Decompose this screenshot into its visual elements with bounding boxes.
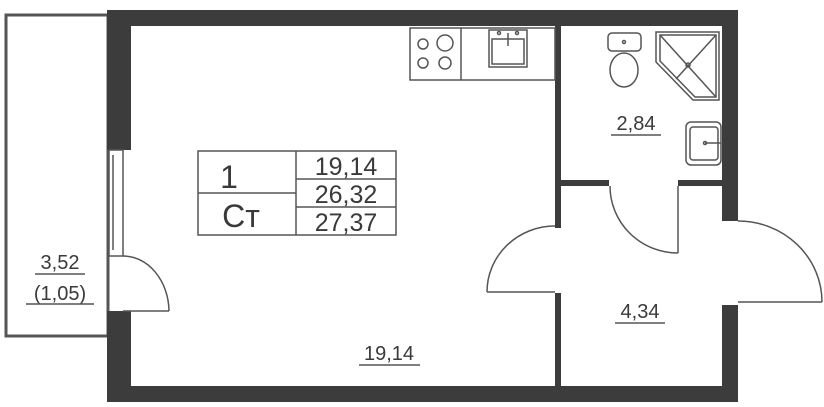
- walls: [107, 10, 738, 402]
- total-area-value: 26,32: [315, 181, 378, 209]
- bathroom-door[interactable]: [609, 185, 679, 254]
- apartment-type: Ст: [222, 198, 260, 234]
- living-room-area-label: 19,14: [364, 343, 414, 365]
- wall-partition-upper: [555, 26, 561, 228]
- balcony-outline: [4, 13, 110, 338]
- entrance-door[interactable]: [737, 220, 823, 303]
- total-area-with-balcony-value: 27,37: [315, 209, 378, 237]
- kitchen-sink-icon: [488, 29, 528, 68]
- wall-bath-left: [560, 180, 609, 186]
- wall-top: [107, 10, 738, 26]
- wall-bottom: [107, 386, 738, 402]
- living-area-value: 19,14: [315, 153, 378, 181]
- wall-left-upper: [107, 10, 131, 150]
- room-labels: 3,52 (1,05) 19,14 2,84 4,34: [26, 113, 665, 366]
- hallway-area-label: 4,34: [621, 301, 660, 323]
- wall-partition-lower: [555, 293, 561, 387]
- bathroom-sink-icon: [685, 121, 722, 166]
- window: [108, 149, 124, 257]
- bathroom-area-label: 2,84: [617, 113, 656, 135]
- toilet-icon: [607, 32, 642, 88]
- shower-icon: [655, 31, 720, 101]
- balcony-door[interactable]: [122, 255, 170, 312]
- wall-bath-right: [678, 180, 723, 186]
- apartment-info-table: 1 Ст 19,14 26,32 27,37: [197, 150, 397, 237]
- balcony-reduced-area-label: (1,05): [34, 283, 86, 305]
- rooms-count: 1: [220, 159, 238, 195]
- wall-right-lower: [722, 305, 738, 402]
- stove-icon: [417, 34, 454, 70]
- kitchen-counter: [409, 27, 556, 81]
- wall-right-upper: [722, 10, 738, 221]
- living-room-door[interactable]: [486, 225, 556, 293]
- balcony-area-label: 3,52: [41, 252, 80, 274]
